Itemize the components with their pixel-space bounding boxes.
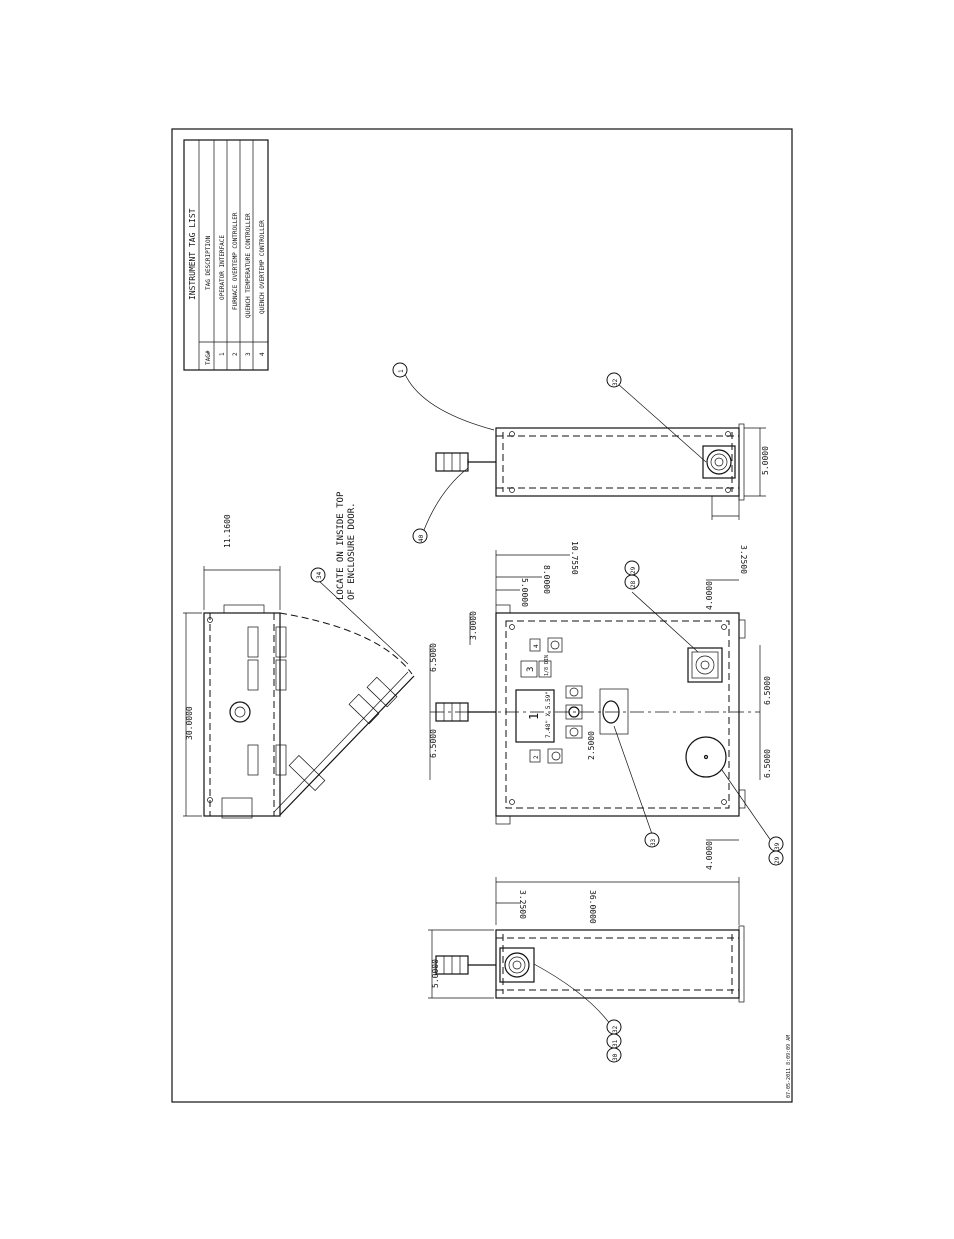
tag-row-3-desc: QUENCH TEMPERATURE CONTROLLER (245, 213, 252, 318)
sheet-border (171, 128, 793, 1103)
balloon-40: 40 (412, 467, 469, 544)
dim-4-0000-top: 4.0000 (705, 581, 714, 610)
balloon-32: 32 (606, 372, 707, 463)
dim-10-7550: 10.7550 (570, 541, 579, 575)
tag-row-3-num: 3 (245, 352, 252, 356)
dim-5-0000-right: 5.0000 (761, 446, 770, 475)
dim-5-0000-front: 5.0000 (520, 578, 529, 607)
svg-text:29: 29 (630, 566, 637, 574)
balloon-30-31-32: 30 31 32 (533, 963, 622, 1063)
svg-text:40: 40 (418, 534, 425, 542)
dim-11-1600: 11.1600 (223, 514, 232, 548)
dim-3-2500-left: 3.2500 (518, 890, 527, 919)
instrument-tag-list: INSTRUMENT TAG LIST TAG# TAG DESCRIPTION… (183, 139, 269, 371)
svg-text:33: 33 (650, 838, 657, 846)
front-view: 1 7.48" X 5.59" 3 1/8 DIN 4 2 (429, 541, 772, 870)
svg-text:32: 32 (612, 378, 619, 386)
device-tag-3: 3 (526, 667, 536, 672)
footer-timestamp: 07-05-2011 8:09:09 AM (786, 1035, 792, 1098)
tag-list-title: INSTRUMENT TAG LIST (188, 208, 197, 300)
dim-8-0000: 8.0000 (542, 565, 551, 594)
dim-3-2500-right: 3.2500 (739, 545, 748, 574)
dim-4-0000-bottom: 4.0000 (705, 841, 714, 870)
svg-text:39: 39 (774, 842, 781, 850)
dim-5-0000-left: 5.0000 (431, 959, 440, 988)
balloon-29-39: 29 39 (721, 769, 784, 866)
balloon-33: 33 (613, 725, 660, 848)
note-line-2: OF ENCLOSURE DOOR. (347, 502, 357, 600)
right-side-view: 5.0000 3.2500 (435, 423, 770, 574)
dim-3-0000: 3.0000 (469, 611, 478, 640)
dim-30-0000: 30.0000 (185, 706, 194, 740)
note-line-1: LOCATE ON INSIDE TOP (336, 491, 346, 600)
tag-row-4-num: 4 (259, 352, 266, 356)
tag-row-2-num: 2 (232, 352, 239, 356)
tag-col-header: TAG# (205, 350, 212, 365)
device-tag-1-size: 7.48" X 5.59" (545, 691, 552, 738)
desc-col-header: TAG DESCRIPTION (205, 235, 212, 290)
balloon-1: 1 (392, 362, 495, 431)
svg-text:34: 34 (316, 571, 323, 579)
tag-row-1-desc: OPERATOR INTERFACE (219, 235, 226, 300)
device-tag-3-sub: 1/8 DIN (544, 655, 550, 676)
dim-6-5000-c: 6.5000 (763, 676, 772, 705)
svg-text:31: 31 (612, 1039, 619, 1047)
svg-text:29: 29 (774, 856, 781, 864)
balloon-28-29: 28 29 (624, 560, 699, 653)
device-tag-1: 1 (527, 713, 541, 720)
dim-2-5000: 2.5000 (587, 731, 596, 760)
dim-6-5000-a: 6.5000 (429, 643, 438, 672)
balloon-34: 34 (310, 567, 409, 665)
tag-row-2-desc: FURNACE OVERTEMP CONTROLLER (232, 212, 239, 310)
svg-text:1: 1 (398, 369, 405, 373)
svg-text:28: 28 (630, 580, 637, 588)
dim-6-5000-d: 6.5000 (763, 749, 772, 778)
dim-36-0000: 36.0000 (588, 890, 597, 924)
top-view: 30.0000 11.1600 (183, 514, 415, 819)
device-tag-2: 2 (533, 755, 540, 759)
svg-text:32: 32 (612, 1025, 619, 1033)
tag-row-1-num: 1 (219, 352, 226, 356)
tag-row-4-desc: QUENCH OVERTEMP CONTROLLER (259, 220, 266, 314)
dim-6-5000-b: 6.5000 (429, 729, 438, 758)
left-side-view: 36.0000 3.2500 5.0000 (428, 877, 745, 1003)
device-tag-4: 4 (533, 644, 540, 648)
svg-text:30: 30 (612, 1053, 619, 1061)
